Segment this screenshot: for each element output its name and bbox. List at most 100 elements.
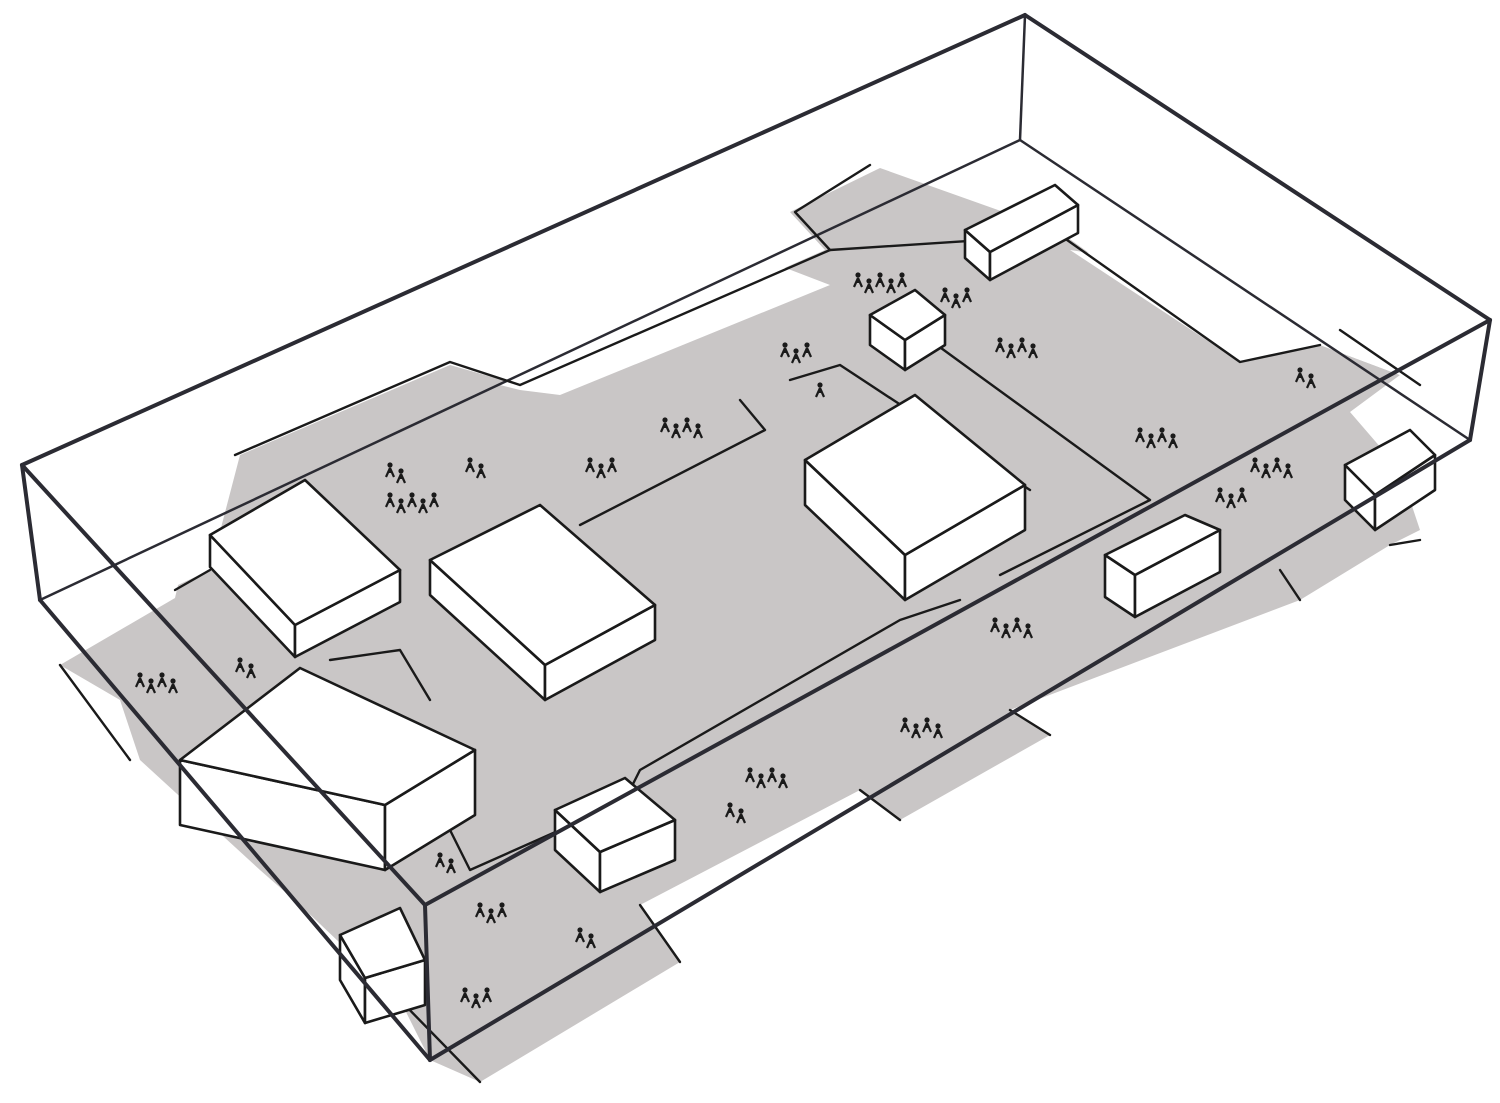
person-body [134, 677, 146, 688]
person-body [395, 503, 407, 514]
people-cluster [852, 272, 908, 294]
person-body [584, 462, 596, 473]
person-body [692, 428, 704, 439]
person-head [409, 492, 415, 498]
person-body [1249, 462, 1261, 473]
person-body [735, 813, 747, 824]
person-body [1005, 348, 1017, 359]
person-head [499, 902, 505, 908]
person-body [1134, 432, 1146, 443]
person-head [942, 287, 948, 293]
people-cluster [814, 382, 826, 398]
person-head [587, 457, 593, 463]
frame-edge [423, 318, 1492, 907]
person-head [387, 462, 393, 468]
people-cluster [459, 987, 493, 1009]
person-head [137, 672, 143, 678]
person-body [814, 387, 826, 398]
person-head [1137, 427, 1143, 433]
street-edge [928, 338, 1152, 577]
person-body [1022, 628, 1034, 639]
person-body [1282, 468, 1294, 479]
street-edge [328, 648, 432, 702]
person-head [1297, 367, 1303, 373]
building-5 [553, 776, 677, 894]
person-body [1271, 462, 1283, 473]
person-body [932, 728, 944, 739]
person-head [420, 498, 426, 504]
person-body [921, 722, 933, 733]
street-edge [638, 903, 682, 964]
people-cluster [724, 802, 747, 824]
building-9 [1103, 513, 1222, 619]
people-cluster [939, 287, 973, 309]
person-body [234, 662, 246, 673]
frame-edge [20, 463, 42, 602]
street-edge [1058, 233, 1322, 364]
frame-edge [20, 463, 427, 907]
person-body [595, 468, 607, 479]
frame-edge [39, 138, 1021, 602]
person-body [779, 347, 791, 358]
person-body [574, 932, 586, 943]
person-body [445, 863, 457, 874]
person-head [1239, 487, 1245, 493]
frame-back-edges [39, 14, 1471, 602]
person-head [804, 342, 810, 348]
person-head [902, 717, 908, 723]
person-body [1294, 372, 1306, 383]
person-body [801, 347, 813, 358]
building-roof [553, 776, 677, 854]
person-body [585, 938, 597, 949]
people-cluster [434, 852, 457, 874]
street-edge [398, 998, 482, 1084]
person-head [899, 272, 905, 278]
person-head [727, 802, 733, 808]
person-head [780, 773, 786, 779]
building-roof [963, 183, 1080, 254]
person-head [769, 767, 775, 773]
person-body [777, 778, 789, 789]
person-head [695, 423, 701, 429]
person-body [724, 807, 736, 818]
building-4 [178, 666, 477, 872]
person-body [245, 668, 257, 679]
person-head [997, 337, 1003, 343]
person-head [1008, 343, 1014, 349]
person-body [1016, 342, 1028, 353]
person-head [462, 987, 468, 993]
people-cluster [994, 337, 1039, 359]
person-body [994, 342, 1006, 353]
person-head [467, 457, 473, 463]
person-body [156, 677, 168, 688]
building-roof [803, 393, 1027, 557]
person-head [148, 678, 154, 684]
person-head [1263, 463, 1269, 469]
person-body [481, 992, 493, 1003]
person-body [896, 277, 908, 288]
person-body [670, 428, 682, 439]
person-head [1285, 463, 1291, 469]
person-head [1252, 457, 1258, 463]
person-body [659, 422, 671, 433]
person-body [496, 907, 508, 918]
person-body [989, 622, 1001, 633]
building-3 [803, 393, 1027, 602]
person-body [910, 728, 922, 739]
person-body [899, 722, 911, 733]
person-head [387, 492, 393, 498]
person-body [167, 683, 179, 694]
frame-front-edges [20, 13, 1492, 1062]
person-head [1228, 493, 1234, 499]
person-head [237, 657, 243, 663]
frame-edge [1023, 13, 1492, 322]
person-body [755, 778, 767, 789]
frame-edge [423, 903, 432, 1062]
building-roof [208, 478, 402, 627]
person-body [1236, 492, 1248, 503]
person-head [1014, 617, 1020, 623]
people-cluster [779, 342, 813, 364]
person-head [609, 457, 615, 463]
street-edge [173, 568, 212, 592]
